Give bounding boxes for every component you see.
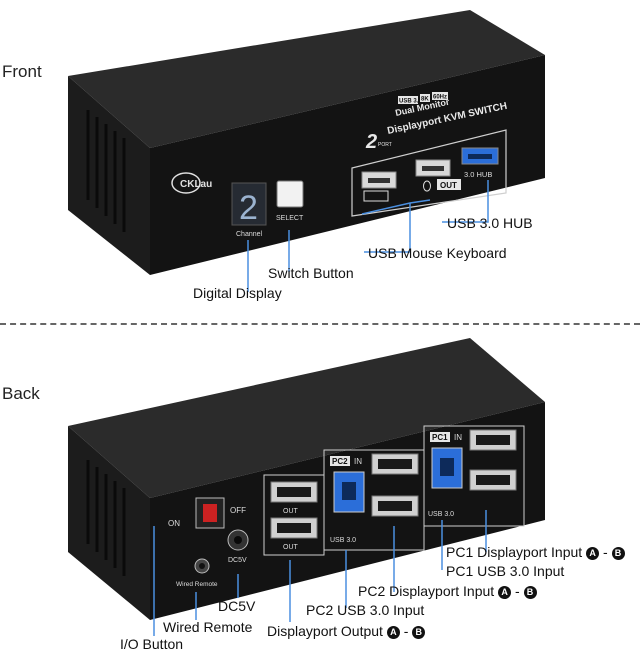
port-a-badge: A <box>586 547 600 560</box>
callout-switch-button: Switch Button <box>268 265 354 281</box>
callout-pc2-usb-input: PC2 USB 3.0 Input <box>306 602 425 618</box>
pc1-dp-b-slot <box>476 435 510 445</box>
pc1-in-label: IN <box>454 433 462 442</box>
pc1-dp-a-slot <box>476 475 510 485</box>
model-ports-num: 2 <box>365 131 377 153</box>
io-switch-rocker <box>203 504 217 522</box>
badge-usb-text: USB 3.0 <box>399 99 422 105</box>
digital-display <box>231 182 267 226</box>
usb-port-hub-slot <box>468 154 492 159</box>
pc2-dp-a-slot <box>378 501 412 511</box>
port-b-badge: B <box>611 547 625 560</box>
on-label: ON <box>168 519 180 528</box>
badge-usb <box>398 96 418 104</box>
back-leader-lines <box>153 510 487 636</box>
pc1-label: PC1 <box>432 433 448 442</box>
brand-logo <box>171 172 201 194</box>
pc1-group-outline <box>423 425 525 527</box>
front-leader-lines <box>247 180 489 292</box>
out-label: OUT <box>440 181 457 190</box>
wired-remote-small-label: Wired Remote <box>176 581 218 588</box>
pc1-usb-b-slot <box>440 458 454 476</box>
callout-pc1-usb-input: PC1 USB 3.0 Input <box>446 563 565 579</box>
callout-usb-hub: USB 3.0 HUB <box>447 215 533 231</box>
pc2-usb-b-port[interactable] <box>333 471 365 513</box>
off-label: OFF <box>230 506 246 515</box>
select-label: SELECT <box>276 215 304 222</box>
callout-usb-mouse-keyboard: USB Mouse Keyboard <box>368 245 507 261</box>
pc1-badge <box>430 432 450 442</box>
front-section-label: Front <box>2 62 42 81</box>
dc5v-small-label: DC5V <box>228 557 247 564</box>
pc2-usb-label: USB 3.0 <box>330 537 356 544</box>
display-digit: 2 <box>239 189 258 227</box>
callout-pc2-dp-text: PC2 Displayport Input <box>358 583 495 599</box>
callout-displayport-output: Displayport Output A - B <box>267 623 426 639</box>
callout-pc1-dp-text: PC1 Displayport Input <box>446 544 583 560</box>
callout-io-button: I/O Button <box>120 636 184 652</box>
back-device-illustration: ON OFF Wired Remote DC5V OUT OUT PC2 IN … <box>68 338 545 636</box>
dash: - <box>602 544 608 560</box>
back-top-face <box>68 338 545 498</box>
back-section-label: Back <box>2 384 40 403</box>
callout-wired-remote: Wired Remote <box>163 619 253 635</box>
badge-res-text: 8K <box>421 97 429 103</box>
badge-res <box>420 94 430 102</box>
usb-panel-outline <box>351 129 507 217</box>
pc1-usb-label: USB 3.0 <box>428 511 454 518</box>
pc2-usb-b-slot <box>342 482 356 500</box>
select-button[interactable] <box>276 180 304 208</box>
port-a-badge: A <box>386 626 400 639</box>
front-top-face <box>68 10 545 148</box>
keyboard-icon <box>363 190 389 202</box>
out-a-label: OUT <box>283 544 299 551</box>
mouse-icon <box>423 180 431 192</box>
out-badge <box>437 179 461 190</box>
front-vents <box>86 110 126 232</box>
front-device-illustration: CKLau 2 Channel SELECT USB 3.0 8K 60Hz D… <box>68 10 545 292</box>
callout-pc2-displayport-input: PC2 Displayport Input A - B <box>358 583 537 599</box>
callout-dc5v: DC5V <box>218 598 256 614</box>
wired-remote-jack-hole <box>199 563 205 569</box>
dc-jack-hole <box>234 536 242 544</box>
brand-text: CKLau <box>180 179 212 190</box>
usb-port-mouse-slot <box>422 166 444 171</box>
pc2-label: PC2 <box>332 457 348 466</box>
hub-label: 3.0 HUB <box>464 170 492 179</box>
port-a-badge: A <box>498 586 512 599</box>
dash: - <box>514 583 520 599</box>
pc2-dp-b-slot <box>378 459 412 469</box>
model-ports-word: PORT <box>378 142 392 148</box>
section-divider <box>0 323 640 325</box>
badge-hz <box>432 92 448 100</box>
pc2-badge <box>330 456 350 466</box>
usb-port-keyboard-slot <box>368 178 390 183</box>
pc2-in-label: IN <box>354 457 362 466</box>
callout-dp-output-text: Displayport Output <box>267 623 383 639</box>
dash: - <box>403 623 409 639</box>
channel-label: Channel <box>236 231 263 238</box>
port-b-badge: B <box>412 626 426 639</box>
out-b-label: OUT <box>283 508 299 515</box>
callout-digital-display: Digital Display <box>193 285 282 301</box>
dp-output-b-slot <box>277 487 311 497</box>
dp-output-a-slot <box>277 523 311 533</box>
back-vents <box>86 460 126 576</box>
port-b-badge: B <box>523 586 537 599</box>
callout-pc1-displayport-input: PC1 Displayport Input A - B <box>446 544 625 560</box>
badge-hz-text: 60Hz <box>433 95 447 101</box>
